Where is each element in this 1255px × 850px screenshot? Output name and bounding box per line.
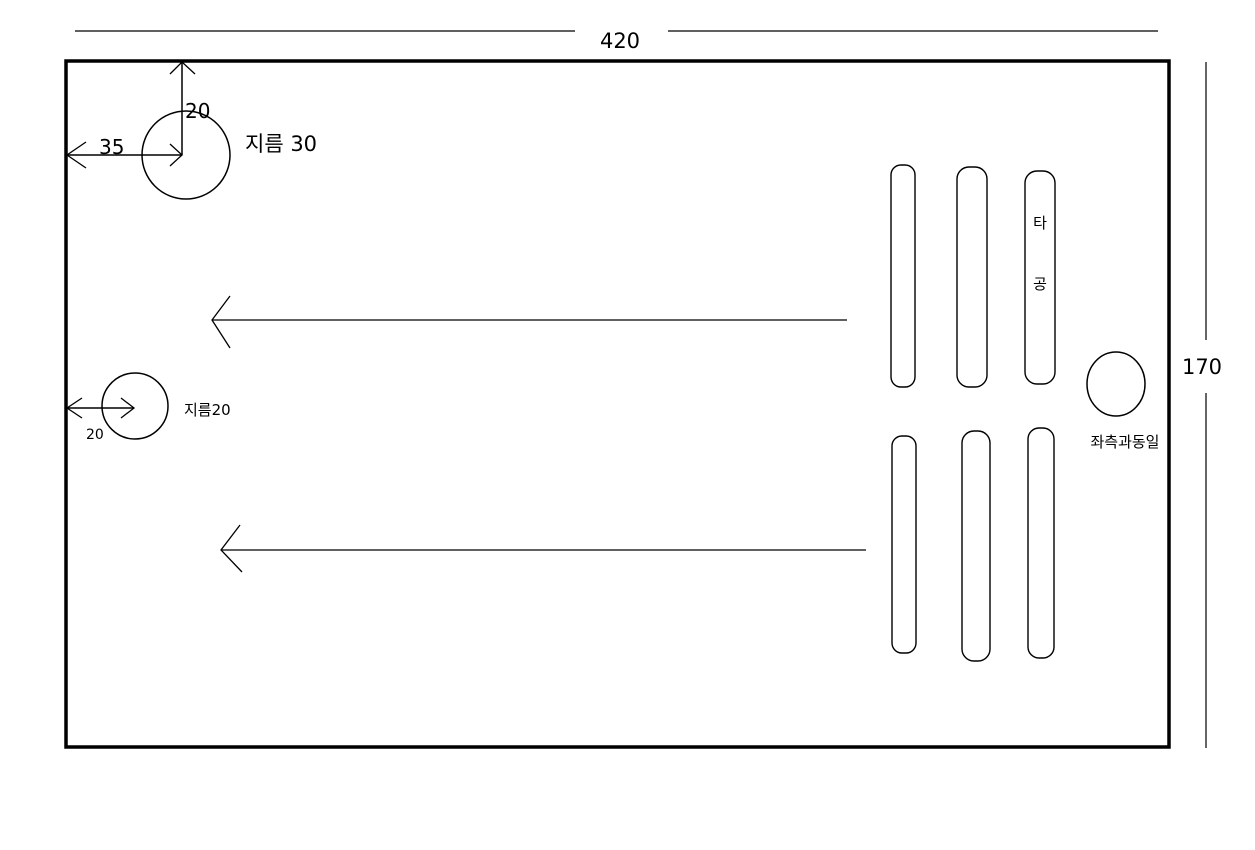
large-hole-left-arrowhead bbox=[65, 141, 87, 169]
slot-label-char-2: 공 bbox=[1033, 275, 1047, 293]
slot bbox=[891, 435, 917, 654]
slot-label-char-1: 타 bbox=[1033, 214, 1047, 232]
upper-arrowhead bbox=[211, 295, 231, 349]
small-hole: 20 지름20 bbox=[65, 372, 231, 443]
large-hole: 20 35 지름 30 bbox=[65, 61, 317, 200]
large-hole-top-arrowhead bbox=[169, 61, 196, 75]
lower-slot-row bbox=[891, 427, 1055, 662]
large-hole-center-arrowhead bbox=[169, 143, 183, 167]
upper-slot-row bbox=[890, 164, 1056, 388]
right-hole: 좌측과동일 bbox=[1086, 351, 1160, 451]
small-hole-center-arrowhead bbox=[120, 397, 136, 419]
large-hole-top-offset-label: 20 bbox=[185, 99, 210, 123]
large-hole-diameter-label: 지름 30 bbox=[245, 132, 317, 156]
small-hole-left-offset-label: 20 bbox=[86, 427, 104, 443]
lower-arrowhead bbox=[220, 524, 243, 573]
slot bbox=[956, 166, 988, 388]
plate-outline bbox=[64, 59, 1171, 749]
height-dimension: 170 bbox=[1182, 62, 1222, 748]
lower-arrow bbox=[220, 524, 866, 573]
slot bbox=[1027, 427, 1055, 659]
small-hole-left-arrowhead bbox=[65, 397, 83, 419]
upper-arrow bbox=[211, 295, 847, 349]
small-hole-circle bbox=[101, 372, 169, 440]
slot bbox=[890, 164, 916, 388]
slot bbox=[1024, 170, 1056, 385]
width-dimension-label: 420 bbox=[600, 29, 640, 53]
large-hole-left-offset-label: 35 bbox=[99, 135, 124, 159]
right-hole-circle bbox=[1086, 351, 1146, 417]
right-hole-label: 좌측과동일 bbox=[1090, 433, 1159, 451]
slot bbox=[961, 430, 991, 662]
small-hole-diameter-label: 지름20 bbox=[184, 401, 231, 419]
width-dimension: 420 bbox=[75, 29, 1158, 53]
height-dimension-label: 170 bbox=[1182, 355, 1222, 379]
